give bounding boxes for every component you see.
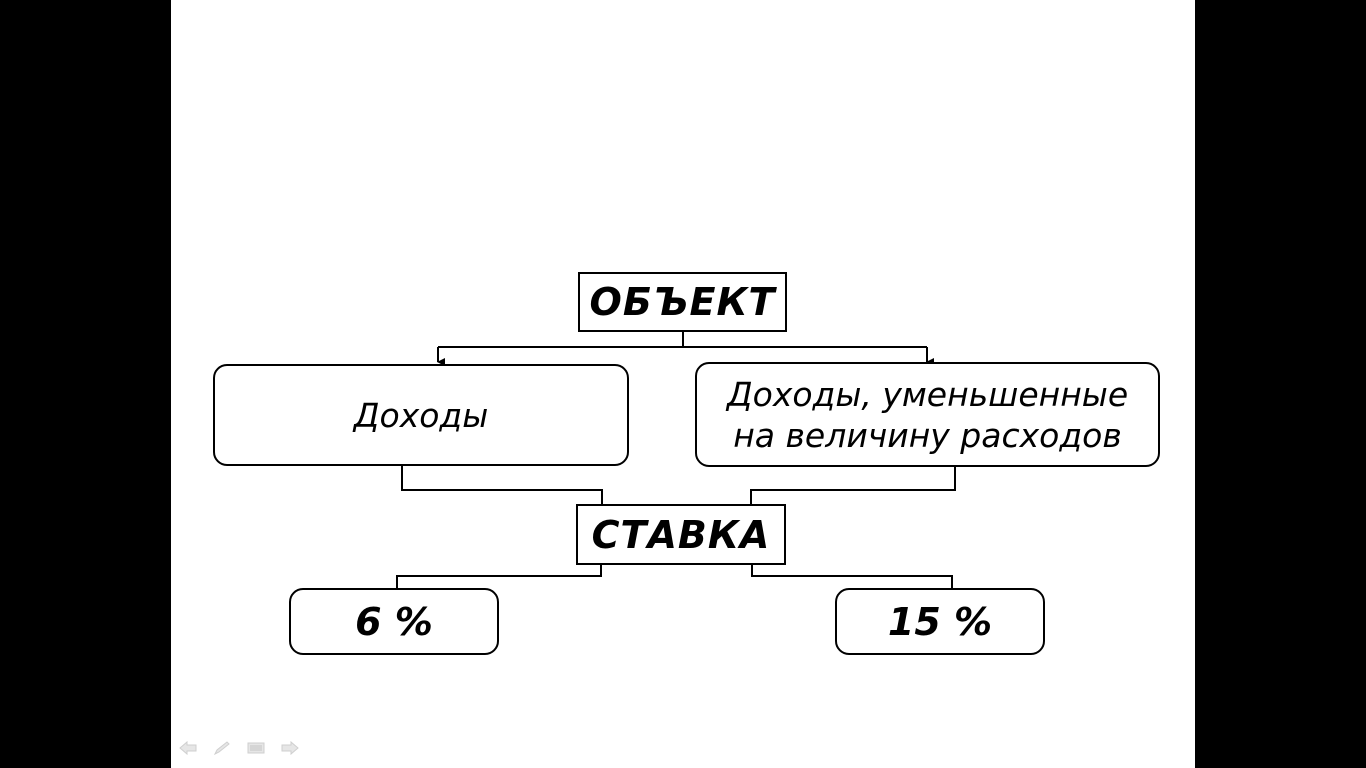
- income-minus-expenses-option-label: Доходы, уменьшенные на величину расходов: [726, 374, 1129, 455]
- previous-slide-icon: [179, 741, 197, 755]
- connector-income-to-rate: [401, 466, 603, 504]
- previous-slide-button[interactable]: [178, 738, 198, 758]
- rate-heading: СТАВКА: [591, 512, 771, 557]
- next-slide-icon: [281, 741, 299, 755]
- connector-rate-to-15: [751, 565, 953, 588]
- rate-6-box: 6 %: [289, 588, 499, 655]
- rate-heading-box: СТАВКА: [576, 504, 786, 565]
- rate-6-label: 6 %: [355, 599, 433, 644]
- rate-15-box: 15 %: [835, 588, 1045, 655]
- rate-15-label: 15 %: [887, 599, 993, 644]
- income-minus-expenses-option-box: Доходы, уменьшенные на величину расходов: [695, 362, 1160, 467]
- income-option-label: Доходы: [353, 395, 489, 435]
- income-option-box: Доходы: [213, 364, 629, 466]
- pen-icon: [213, 741, 230, 755]
- connector-rate-to-6: [396, 565, 602, 588]
- slide-menu-icon: [247, 742, 265, 754]
- connector-income-minus-expenses-to-rate: [750, 467, 956, 504]
- pen-button[interactable]: [212, 738, 232, 758]
- next-slide-button[interactable]: [280, 738, 300, 758]
- object-heading-box: ОБЪЕКТ: [578, 272, 787, 332]
- object-heading: ОБЪЕКТ: [589, 280, 776, 324]
- slideshow-toolbar: [178, 738, 300, 758]
- slide-menu-button[interactable]: [246, 738, 266, 758]
